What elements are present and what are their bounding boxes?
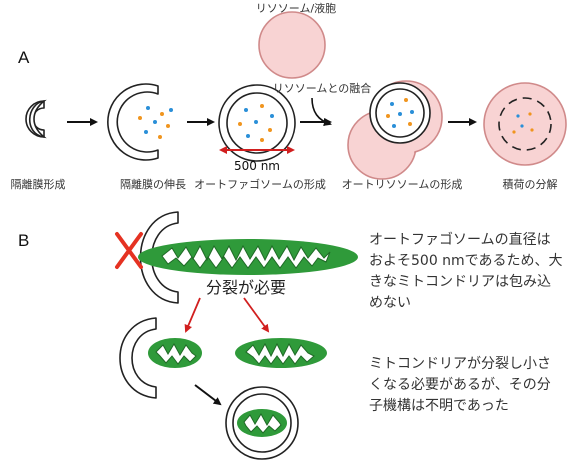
- explanation-note-1: オートファゴソームの直径は およそ500 nmであるため、大 きなミトコンドリア…: [369, 232, 563, 311]
- process-arrow: [194, 384, 222, 406]
- division-label: 分裂が必要: [206, 278, 286, 297]
- small-mitochondrion: [235, 338, 327, 368]
- division-arrow: [243, 297, 270, 333]
- explanation-note-2: ミトコンドリアが分裂し小さ くなる必要があるが、その分 子機構は不明であった: [369, 356, 551, 414]
- elongating-membrane: [119, 317, 157, 399]
- elongating-membrane: [139, 211, 179, 304]
- fusion-label: リソソームとの融合: [273, 81, 372, 95]
- stage-label: オートリソソームの形成: [342, 178, 463, 191]
- cargo-dots: [238, 104, 274, 142]
- lysosome: [258, 11, 326, 79]
- small-mitochondrion: [148, 338, 202, 368]
- stage-label: オートファゴソームの形成: [194, 177, 326, 191]
- mitophagosome: [225, 386, 299, 460]
- autolysosome: [347, 80, 443, 180]
- fusion-arrow: [311, 97, 332, 126]
- division-arrow: [184, 297, 201, 333]
- stage-label: 隔離膜の伸長: [120, 177, 186, 191]
- panel-b-label: B: [18, 231, 29, 250]
- elongating-membrane: [107, 83, 159, 161]
- lysosome-label: リソソーム/液胞: [256, 1, 336, 15]
- large-mitochondrion: [138, 239, 358, 275]
- cross-mark-icon: [115, 232, 143, 269]
- cargo-dots: [138, 106, 173, 139]
- degrading-vesicle: [483, 82, 567, 166]
- size-label: 500 nm: [234, 159, 280, 173]
- stage-label: 積荷の分解: [503, 177, 558, 191]
- isolation-membrane: [29, 99, 47, 139]
- stage-label: 隔離膜形成: [11, 177, 66, 191]
- panel-a-label: A: [18, 48, 30, 67]
